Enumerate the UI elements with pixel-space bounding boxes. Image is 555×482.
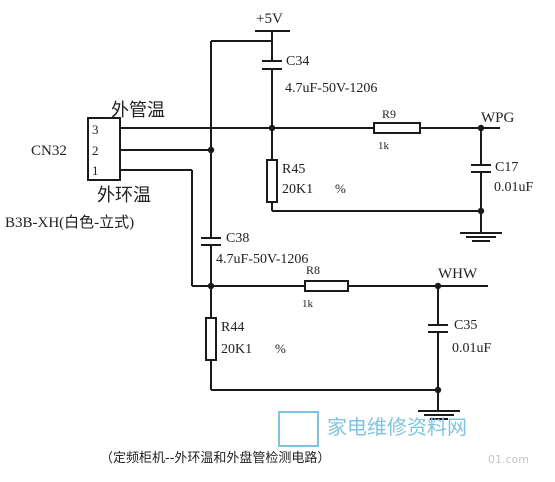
ground-symbol-2 [418, 410, 460, 420]
c38-capacitor [201, 237, 221, 246]
pin1-label: 外环温 [97, 185, 151, 206]
connector-pin-3: 3 [92, 122, 99, 137]
junction-dot [207, 282, 215, 290]
r9-ref-label: R9 [382, 107, 396, 121]
supply-label: +5V [256, 11, 283, 27]
whw-net-label: WHW [438, 266, 478, 282]
c35-capacitor [428, 324, 448, 333]
r44-value-label: 20K1 [221, 342, 252, 357]
junction-dot [477, 207, 485, 215]
watermark-logo-icon [278, 411, 319, 447]
junction-dot [207, 146, 215, 154]
r45-value-label: 20K1 [282, 182, 313, 197]
connector-ref-label: CN32 [31, 143, 67, 159]
r8-resistor [304, 280, 349, 292]
r9-resistor [373, 122, 421, 134]
r44-ref-label: R44 [221, 320, 244, 335]
c17-capacitor [471, 164, 491, 173]
junction-dot [434, 386, 442, 394]
junction-dot [268, 124, 276, 132]
r45-tolerance-label: % [335, 181, 346, 196]
pin3-label: 外管温 [111, 100, 165, 121]
connector-pin-1: 1 [92, 163, 99, 178]
r45-ref-label: R45 [282, 162, 305, 177]
c17-ref-label: C17 [495, 160, 518, 175]
watermark-sub-text: 01.com [488, 453, 529, 466]
c17-value-label: 0.01uF [494, 180, 534, 195]
r8-ref-label: R8 [306, 263, 320, 277]
figure-caption: （定频柜机--外环温和外盘管检测电路） [100, 450, 330, 466]
c34-capacitor [262, 60, 282, 70]
c34-value-label: 4.7uF-50V-1206 [285, 81, 377, 96]
connector-pin-2: 2 [92, 143, 99, 158]
c34-ref-label: C34 [286, 54, 309, 69]
wpg-net-label: WPG [481, 110, 515, 126]
r8-value-label: 1k [302, 298, 314, 310]
r44-resistor [205, 317, 217, 361]
c38-ref-label: C38 [226, 231, 249, 246]
r45-resistor [266, 159, 278, 203]
watermark: 家电维修资料网 01.com [278, 411, 529, 466]
c38-value-label: 4.7uF-50V-1206 [216, 252, 308, 267]
junction-dot [477, 124, 485, 132]
r9-value-label: 1k [378, 140, 390, 152]
r44-tolerance-label: % [275, 341, 286, 356]
c35-ref-label: C35 [454, 318, 477, 333]
watermark-text: 家电维修资料网 [327, 415, 467, 439]
ground-symbol-1 [460, 232, 502, 242]
connector-part-label: B3B-XH(白色-立式) [5, 214, 134, 231]
c35-value-label: 0.01uF [452, 341, 492, 356]
junction-dot [434, 282, 442, 290]
